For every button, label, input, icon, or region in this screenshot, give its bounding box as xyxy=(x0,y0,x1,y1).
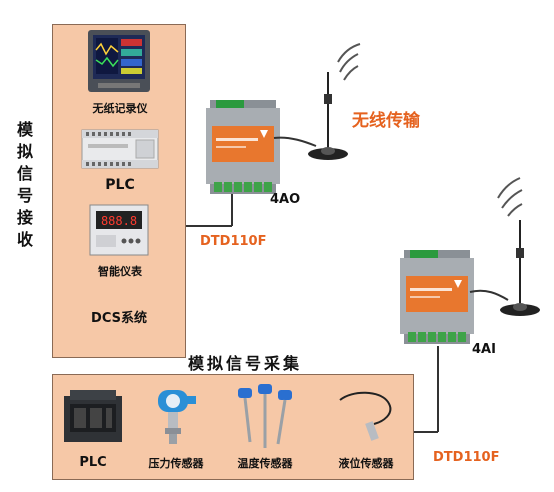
connector-line xyxy=(414,431,438,433)
transmitter-model-label: DTD110F xyxy=(200,234,267,249)
connector-line xyxy=(231,190,233,226)
smart-meter-image: 888.8 xyxy=(89,204,149,256)
temperature-sensor-label: 温度传感器 xyxy=(237,457,293,470)
plc-image xyxy=(81,129,159,169)
temperature-sensor-image xyxy=(238,384,292,448)
plc-top-label: PLC xyxy=(105,177,135,193)
connector-line xyxy=(437,346,439,432)
side-label-char: 模 xyxy=(16,120,33,139)
receiver-module xyxy=(400,250,474,344)
svg-text:888.8: 888.8 xyxy=(101,214,137,228)
receiver-model-label: DTD110F xyxy=(433,450,500,465)
pressure-sensor-image xyxy=(158,390,196,444)
wireless-signal-icon xyxy=(337,43,361,81)
pressure-sensor-label: 压力传感器 xyxy=(148,457,204,470)
wireless-signal-icon xyxy=(497,177,523,217)
antenna-icon xyxy=(273,72,348,160)
side-label-char: 信 xyxy=(16,164,33,183)
connector-line xyxy=(186,225,232,227)
side-label-char: 拟 xyxy=(16,142,33,161)
dcs-system-label: DCS系统 xyxy=(91,311,147,326)
side-label-char: 收 xyxy=(16,230,33,249)
wireless-transmission-label: 无线传输 xyxy=(352,111,420,131)
side-label-char: 号 xyxy=(16,186,33,205)
paperless-recorder-image xyxy=(88,30,150,92)
level-sensor-label: 液位传感器 xyxy=(338,457,394,470)
transmitter-module xyxy=(206,100,280,194)
smart-meter-label: 智能仪表 xyxy=(98,265,142,278)
receiver-channel-label: 4AI xyxy=(472,342,496,357)
signal-collect-title: 模拟信号采集 xyxy=(188,354,303,373)
side-label-char: 接 xyxy=(16,208,33,227)
plc-image xyxy=(64,390,122,442)
level-sensor-image xyxy=(339,391,392,441)
antenna-icon xyxy=(469,220,540,316)
transmitter-channel-label: 4AO xyxy=(270,192,301,207)
recorder-label: 无纸记录仪 xyxy=(92,102,148,115)
plc-bottom-label: PLC xyxy=(79,455,107,470)
